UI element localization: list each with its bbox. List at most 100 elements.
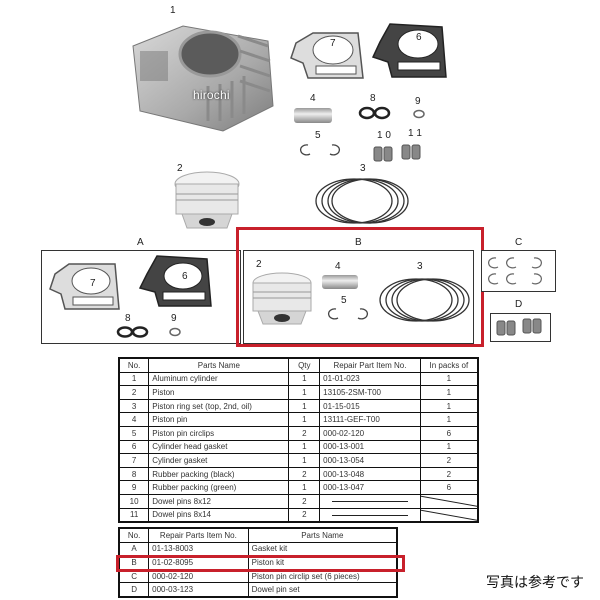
cell-item-empty <box>319 507 421 523</box>
kit-a-label: A <box>137 237 144 248</box>
cell-name: Cylinder head gasket <box>148 439 290 455</box>
cell-name: Dowel pins 8x14 <box>148 507 290 523</box>
header-in-packs-of: In packs of <box>419 357 479 373</box>
piston-image <box>174 171 240 229</box>
cell-qty: 2 <box>288 493 321 509</box>
cell-pack: 6 <box>419 480 479 495</box>
cell-no: A <box>118 541 150 557</box>
cell-qty: 2 <box>288 507 321 523</box>
header-no: No. <box>118 357 150 373</box>
dowel-pins-image <box>373 144 421 162</box>
kit-b-item-5: 5 <box>341 295 347 306</box>
cell-name: Piston pin <box>148 412 290 427</box>
part-label-1: 1 <box>170 5 176 16</box>
kit-a-cylinder-gasket-image <box>49 263 120 310</box>
header-no: No. <box>118 527 150 543</box>
rubber-packing-green-image <box>413 109 425 119</box>
cell-no: 10 <box>118 493 150 509</box>
part-label-11: 1 1 <box>408 128 422 139</box>
cell-qty: 1 <box>288 371 321 387</box>
cell-pack: 6 <box>419 425 479 441</box>
kit-a-item-9: 9 <box>171 313 177 324</box>
kit-c-box <box>481 250 556 292</box>
kit-b-label: B <box>355 237 362 248</box>
kit-c-label: C <box>515 237 523 248</box>
diagonal-line <box>421 509 477 522</box>
cell-item: 01-13-8003 <box>148 541 249 557</box>
cell-item-empty <box>319 493 421 509</box>
dash-line <box>331 514 408 516</box>
kit-table-header: No. Repair Parts Item No. Parts Name <box>118 527 398 543</box>
kit-b-piston-pin-image <box>322 275 358 289</box>
piston-pin-image <box>294 108 332 123</box>
cell-name: Rubber packing (black) <box>148 466 290 482</box>
cell-pack: 2 <box>419 466 479 482</box>
cell-pack: 1 <box>419 439 479 455</box>
diagonal-line <box>421 495 477 508</box>
cell-pack: 1 <box>419 371 479 387</box>
piston-ring-set-image <box>315 178 409 224</box>
kit-b-item-3: 3 <box>417 261 423 272</box>
cell-no: 6 <box>118 439 150 455</box>
part-label-3: 3 <box>360 163 366 174</box>
cell-pack-empty <box>419 507 479 523</box>
cell-item: 000-02-120 <box>319 425 421 441</box>
kit-b-piston-rings-image <box>379 278 470 322</box>
cylinder-head-gasket-image <box>371 23 447 78</box>
cell-name: Piston <box>148 385 290 400</box>
kit-b-circlips-image <box>328 308 368 320</box>
part-label-7: 7 <box>330 38 336 49</box>
part-label-6: 6 <box>416 32 422 43</box>
cell-no: 11 <box>118 507 150 523</box>
kit-b-item-4: 4 <box>335 261 341 272</box>
part-label-4: 4 <box>310 93 316 104</box>
cell-item: 000-13-001 <box>319 439 421 455</box>
cell-name: Piston pin circlips <box>148 425 290 441</box>
cell-pack: 1 <box>419 412 479 427</box>
kit-b-piston-image <box>252 272 312 325</box>
watermark-text: hirochi <box>193 88 230 102</box>
kit-a-rubber-packing-black-image <box>116 326 149 338</box>
kit-a-item-6: 6 <box>182 271 188 282</box>
cell-item: 13105-2SM-T00 <box>319 385 421 400</box>
cell-no: 5 <box>118 425 150 441</box>
kit-b-box: 2 4 5 3 <box>243 250 474 344</box>
cell-name: Dowel pin set <box>247 582 398 598</box>
kit-b-item-2: 2 <box>256 259 262 270</box>
cylinder-image <box>132 25 274 132</box>
cell-name: Aluminum cylinder <box>148 371 290 387</box>
kit-a-head-gasket-image <box>138 255 212 307</box>
header-repair-part-item-no: Repair Part Item No. <box>319 357 421 373</box>
kit-a-box: 7 6 8 9 <box>41 250 241 344</box>
cell-pack: 1 <box>419 385 479 400</box>
dash-line <box>331 501 408 503</box>
rubber-packing-black-image <box>358 106 391 120</box>
cell-name: Cylinder gasket <box>148 453 290 468</box>
kit-b-row-highlight <box>116 555 405 572</box>
kit-d-box <box>490 313 551 342</box>
cell-no: 3 <box>118 398 150 414</box>
cell-item: 000-13-047 <box>319 480 421 495</box>
parts-table: No. Parts Name Qty Repair Part Item No. … <box>118 357 479 524</box>
cell-item: 000-13-054 <box>319 453 421 468</box>
cell-name: Rubber packing (green) <box>148 480 290 495</box>
cell-qty: 2 <box>288 425 321 441</box>
cell-item: 000-03-123 <box>148 582 249 598</box>
cell-qty: 1 <box>288 453 321 468</box>
cell-qty: 2 <box>288 466 321 482</box>
cell-item: 000-13-048 <box>319 466 421 482</box>
part-label-8: 8 <box>370 93 376 104</box>
cell-no: 9 <box>118 480 150 495</box>
cell-qty: 1 <box>288 480 321 495</box>
cell-qty: 1 <box>288 439 321 455</box>
